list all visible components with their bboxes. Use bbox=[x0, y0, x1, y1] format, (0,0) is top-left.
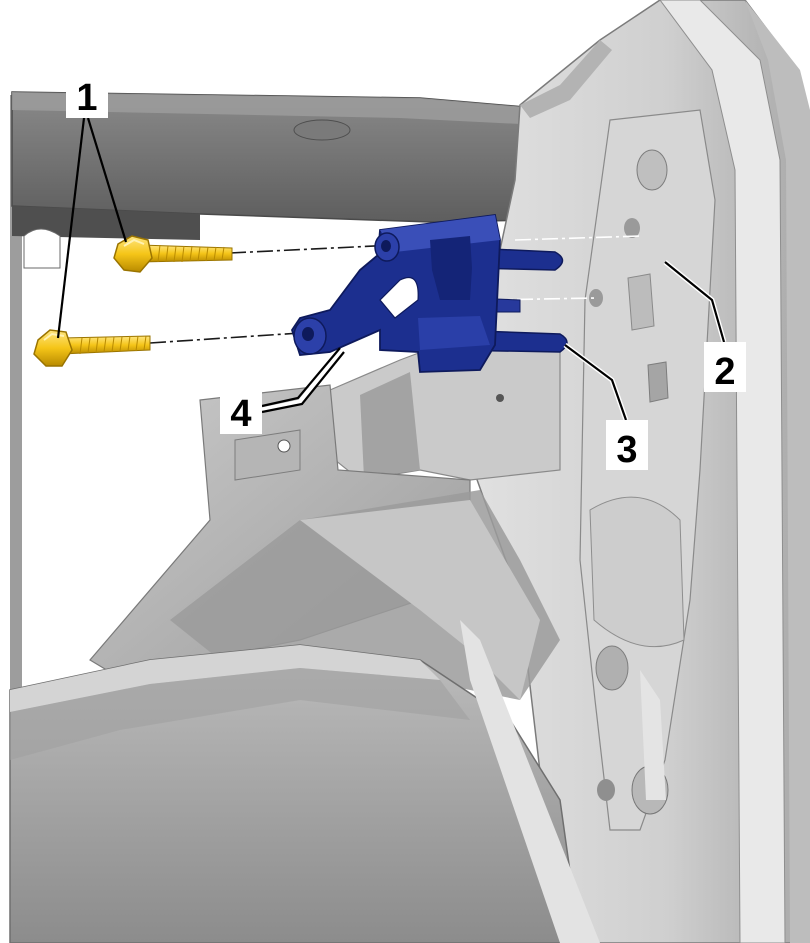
leader-lines bbox=[56, 117, 727, 421]
callout-1-box bbox=[66, 72, 108, 118]
bolt-lower bbox=[33, 329, 151, 367]
floor-top-edge bbox=[10, 645, 440, 712]
leader-4-double bbox=[261, 351, 345, 414]
pillar-outer-flange bbox=[659, 0, 786, 943]
bracket-assembly bbox=[291, 213, 568, 373]
pillar-rib bbox=[640, 670, 666, 800]
callout-4-label: 4 bbox=[230, 393, 251, 435]
bolt-upper-shank bbox=[139, 244, 233, 263]
assembly-lines bbox=[149, 235, 641, 344]
bolt-upper-head bbox=[113, 235, 153, 273]
mounting-column-hole bbox=[496, 394, 504, 402]
leader-4 bbox=[261, 347, 341, 408]
pillar-recess bbox=[589, 496, 685, 648]
assembly-line-upper-pin bbox=[514, 235, 641, 241]
assembly-line-lower-pin bbox=[489, 297, 596, 301]
bracket-lower-face bbox=[418, 316, 490, 350]
bolt-upper-thread bbox=[157, 244, 225, 263]
bolt-upper bbox=[113, 235, 233, 273]
callout-3: 3 bbox=[606, 420, 648, 471]
callout-3-box bbox=[606, 420, 648, 470]
callout-2: 2 bbox=[704, 342, 746, 393]
pillar-mount-hole-lower bbox=[589, 289, 603, 307]
cross-member-cutout bbox=[23, 228, 61, 269]
wheelhouse-hole bbox=[277, 439, 291, 453]
callout-1: 1 bbox=[66, 72, 108, 119]
bolt-upper-head-highlight bbox=[123, 238, 145, 247]
callout-2-box bbox=[704, 342, 746, 392]
callout-1-label: 1 bbox=[76, 77, 97, 119]
leader-4-halo bbox=[261, 348, 344, 413]
floor-step bbox=[10, 668, 470, 760]
pillar-mount-hole-upper bbox=[624, 218, 640, 238]
cross-member-underside bbox=[12, 206, 200, 240]
callout-3-label: 3 bbox=[616, 429, 637, 471]
callout-4-box bbox=[220, 386, 262, 434]
bolt-lower-head-highlight bbox=[43, 332, 65, 341]
cross-member-top-face bbox=[12, 92, 560, 125]
leader-1-lower bbox=[56, 117, 86, 339]
cross-member-hole bbox=[293, 119, 351, 141]
assembly-line-lower-bolt bbox=[149, 332, 301, 344]
pillar-hole-mid bbox=[595, 645, 629, 691]
callout-2-label: 2 bbox=[714, 351, 735, 393]
callout-4: 4 bbox=[220, 386, 262, 435]
leader-3 bbox=[564, 344, 628, 421]
bracket-bolt-hole-upper bbox=[381, 240, 391, 252]
pillar-slot-lower bbox=[647, 361, 669, 403]
pillar-outer-edge bbox=[745, 0, 810, 943]
bracket-cutout bbox=[379, 276, 419, 319]
pillar-slot bbox=[627, 273, 655, 331]
bolt-lower-thread bbox=[79, 335, 147, 355]
assembly-line-upper-bolt bbox=[229, 244, 396, 254]
vehicle-body-structure bbox=[9, 0, 810, 943]
pillar-top-joint bbox=[520, 40, 612, 118]
mounting-column-shadow bbox=[360, 372, 420, 478]
bracket-inner-shadow bbox=[430, 236, 472, 300]
leader-1-upper bbox=[86, 117, 128, 243]
pillar-hole-small bbox=[597, 779, 615, 801]
pillar-hole-top bbox=[636, 149, 668, 191]
leader-2 bbox=[664, 261, 726, 343]
bracket-bolt-hole-lower bbox=[302, 327, 314, 341]
floor-edge-highlight bbox=[460, 620, 600, 943]
bolt-lower-head bbox=[33, 329, 73, 367]
